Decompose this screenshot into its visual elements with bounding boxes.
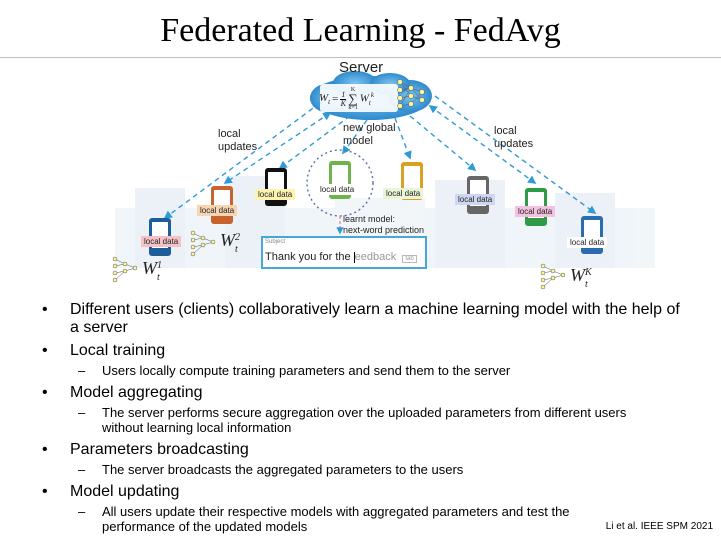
- sub-bullet-4-1: The server broadcasts the aggregated par…: [42, 462, 682, 477]
- server-label: Server: [339, 59, 384, 76]
- local-data-tag-3: local data: [255, 189, 296, 200]
- sub-bullet-2-1: Users locally compute training parameter…: [42, 363, 682, 378]
- tab-hint: tab: [402, 255, 417, 263]
- citation: Li et al. IEEE SPM 2021: [605, 521, 713, 532]
- local-data-tag-2: local data: [197, 205, 238, 216]
- input-text: Thank you for the eedback tab: [265, 251, 417, 263]
- bullet-3: Model aggregating: [42, 384, 682, 402]
- aggregation-formula: Wt = 1 K K ∑ k=1 Wtk: [319, 87, 374, 111]
- prediction-input-box: Subject Thank you for the eedback tab: [261, 236, 427, 269]
- bullet-1: Different users (clients) collaborativel…: [42, 301, 682, 337]
- bullet-4: Parameters broadcasting: [42, 441, 682, 459]
- server-network-icon: [397, 79, 425, 109]
- network-w2-icon: [190, 230, 216, 257]
- sub-bullet-3-1: The server performs secure aggregation o…: [42, 405, 642, 435]
- bullet-list: Different users (clients) collaborativel…: [42, 301, 682, 534]
- network-wk-icon: [540, 263, 566, 290]
- input-subject-label: Subject: [265, 239, 286, 245]
- learnt-model-label: learnt model:next-word prediction: [343, 214, 425, 235]
- sub-bullet-5-1: All users update their respective models…: [42, 504, 642, 534]
- bullet-5: Model updating: [42, 483, 682, 501]
- local-data-tag-6: local data: [455, 194, 496, 205]
- local-data-tag-5: local data: [383, 188, 424, 199]
- local-data-tag-1: local data: [141, 236, 182, 247]
- update-arrows: [163, 95, 597, 220]
- slide-title: Federated Learning - FedAvg: [160, 12, 561, 49]
- network-w1-icon: [112, 256, 138, 283]
- local-data-tag-7: local data: [515, 206, 556, 217]
- local-data-tag-4: local data: [317, 184, 358, 195]
- title-divider: [0, 57, 721, 58]
- bullet-2: Local training: [42, 342, 682, 360]
- local-data-tag-8: local data: [567, 237, 608, 248]
